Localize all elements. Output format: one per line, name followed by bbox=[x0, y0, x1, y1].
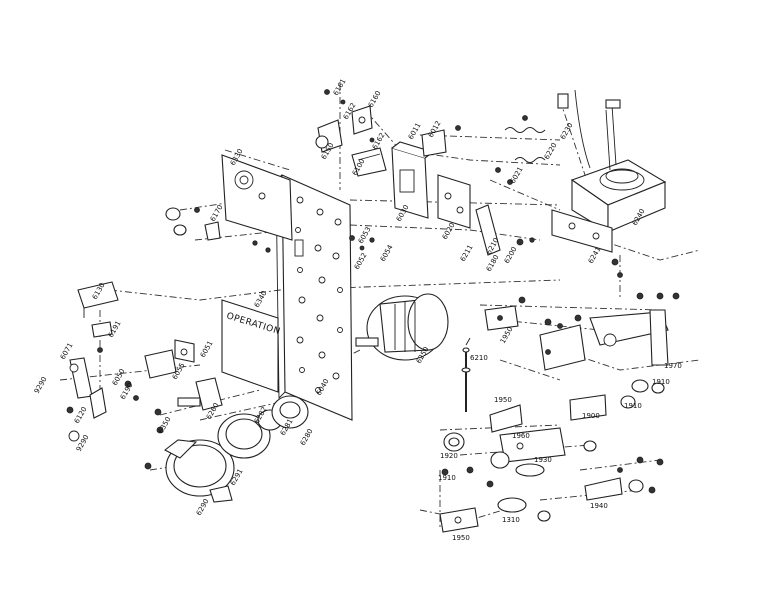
part-number-labels: 6161 6160 6162 6150 6162 6011 6012 6230 … bbox=[33, 78, 682, 542]
part-label: 6350 bbox=[157, 416, 173, 435]
part-label: 1950 bbox=[494, 396, 512, 404]
part-label: 6170 bbox=[209, 204, 225, 223]
part-label: 6053 bbox=[357, 226, 373, 245]
small-parts-6052 bbox=[349, 235, 375, 251]
part-label: 1930 bbox=[534, 456, 552, 464]
part-label: 6021 bbox=[509, 166, 525, 185]
part-label: 6340 bbox=[253, 290, 269, 309]
part-label: 6190 bbox=[119, 382, 135, 401]
part-label: 6200 bbox=[503, 246, 519, 265]
lever-mechanism bbox=[484, 292, 680, 371]
motor-6250 bbox=[355, 293, 449, 361]
side-panel-6330 bbox=[221, 154, 293, 241]
switch-parts bbox=[124, 339, 223, 416]
part-label: 6280 bbox=[299, 428, 315, 447]
part-label: 1310 bbox=[502, 516, 520, 524]
part-label: 1940 bbox=[590, 502, 608, 510]
part-label: 6071 bbox=[59, 342, 75, 361]
part-label: 1920 bbox=[440, 452, 458, 460]
part-label: 6161 bbox=[332, 78, 348, 97]
mid-bracket-assembly bbox=[391, 125, 471, 229]
part-label: 1910 bbox=[438, 474, 456, 482]
part-label: 6120 bbox=[73, 406, 89, 425]
part-label: 6020 bbox=[441, 222, 457, 241]
part-label: 6162 bbox=[371, 132, 387, 151]
part-label: 1960 bbox=[512, 432, 530, 440]
lower-roller-assembly bbox=[441, 427, 597, 488]
spring-parts bbox=[475, 115, 546, 256]
part-label: 6210 bbox=[470, 354, 488, 362]
part-label: 6011 bbox=[407, 122, 423, 141]
part-label: 6052 bbox=[353, 252, 369, 271]
part-label: 1910 bbox=[624, 402, 642, 410]
part-label: 6220 bbox=[543, 142, 559, 161]
part-label: 1910 bbox=[652, 378, 670, 386]
knob-parts bbox=[165, 207, 271, 253]
part-label: 1900 bbox=[582, 412, 600, 420]
part-label: 6160 bbox=[367, 90, 383, 109]
top-bracket-assembly bbox=[315, 89, 387, 177]
transformer-6240 bbox=[557, 89, 667, 233]
mount-bracket-6241 bbox=[551, 209, 623, 278]
dial-assembly bbox=[144, 395, 309, 503]
bottom-parts bbox=[439, 497, 551, 533]
part-label: 1950 bbox=[452, 534, 470, 542]
part-label: 6054 bbox=[379, 243, 395, 263]
part-label: 6051 bbox=[199, 340, 215, 359]
part-label: 6180 bbox=[485, 254, 501, 273]
lower-right-parts bbox=[584, 456, 664, 501]
part-label: 6290 bbox=[195, 498, 211, 517]
part-label: 6211 bbox=[459, 244, 475, 263]
part-label: 9290 bbox=[33, 376, 49, 395]
part-label: 6241 bbox=[587, 246, 603, 265]
part-label: 6050 bbox=[111, 368, 127, 387]
rollers-1910 bbox=[489, 379, 665, 433]
left-bracket-assembly bbox=[66, 281, 119, 442]
part-label: 1970 bbox=[664, 362, 682, 370]
shaft-1900 bbox=[461, 337, 471, 412]
operation-nameplate: OPERATION bbox=[221, 299, 282, 393]
